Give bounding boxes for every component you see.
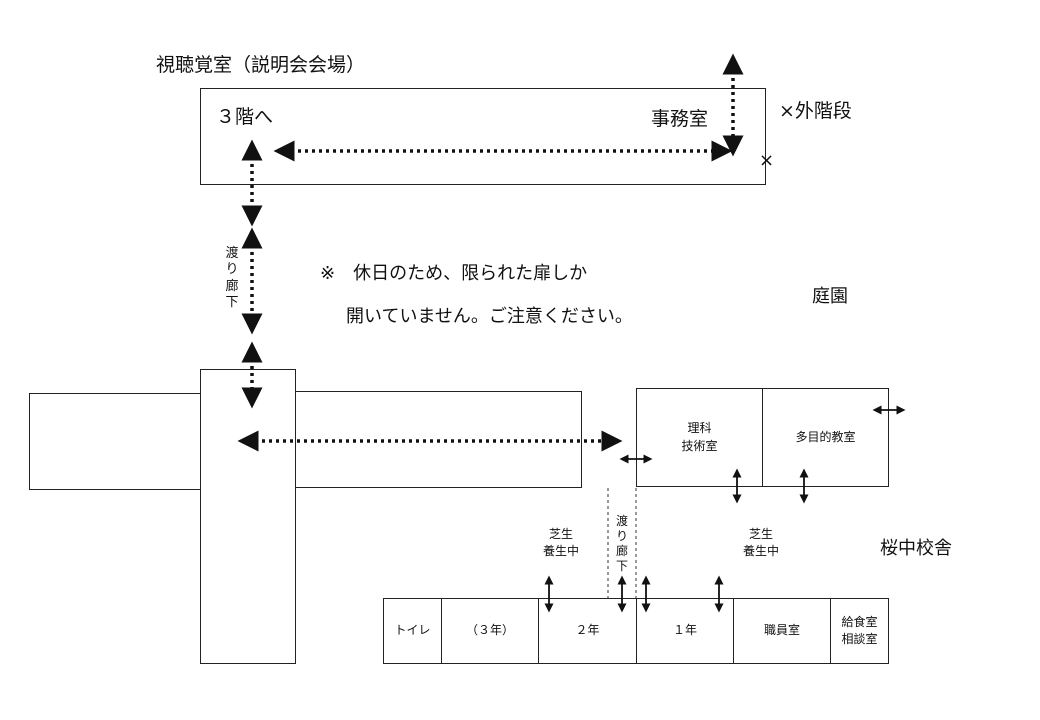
- kitchen-counsel-room: 給食室 相談室: [830, 598, 889, 664]
- av-room-building: [200, 88, 766, 185]
- staff-room: 職員室: [733, 598, 831, 664]
- grade3-room: （３年）: [441, 598, 539, 664]
- science-tech-room: 理科 技術室: [636, 388, 763, 487]
- grade1-label: １年: [672, 623, 697, 638]
- notice-line-2: 開いていません。ご注意ください。: [346, 306, 633, 327]
- staff-room-label: 職員室: [763, 623, 800, 638]
- lawn-left-label: 芝生 養生中: [542, 527, 579, 559]
- kitchen-counsel-label: 給食室 相談室: [841, 614, 878, 646]
- lawn-right-label: 芝生 養生中: [742, 527, 779, 559]
- science-tech-room-label: 理科 技術室: [681, 421, 718, 453]
- multipurpose-room: 多目的教室: [762, 388, 889, 487]
- outer-stairs-label: ×外階段: [779, 100, 852, 122]
- corridor-label: 渡り廊下: [225, 246, 239, 310]
- school-name-label: 桜中校舎: [880, 538, 952, 559]
- central-wing: [200, 369, 296, 664]
- cross-mark: ×: [759, 150, 775, 171]
- garden-label: 庭園: [812, 286, 848, 307]
- notice-line-1: ※ 休日のため、限られた扉しか: [320, 263, 588, 284]
- grade2-label: ２年: [575, 623, 600, 638]
- stairs-to-3f-label: ３階へ: [216, 106, 274, 128]
- toilet-room: トイレ: [383, 598, 442, 664]
- toilet-label: トイレ: [394, 623, 431, 638]
- av-room-caption: 視聴覚室（説明会会場）: [156, 54, 366, 76]
- west-wing: [29, 393, 205, 490]
- grade2-room: ２年: [538, 598, 637, 664]
- grade3-label: （３年）: [465, 623, 514, 638]
- multipurpose-room-label: 多目的教室: [795, 429, 856, 444]
- office-label: 事務室: [651, 108, 709, 130]
- small-corridor-label: 渡り廊下: [615, 514, 628, 573]
